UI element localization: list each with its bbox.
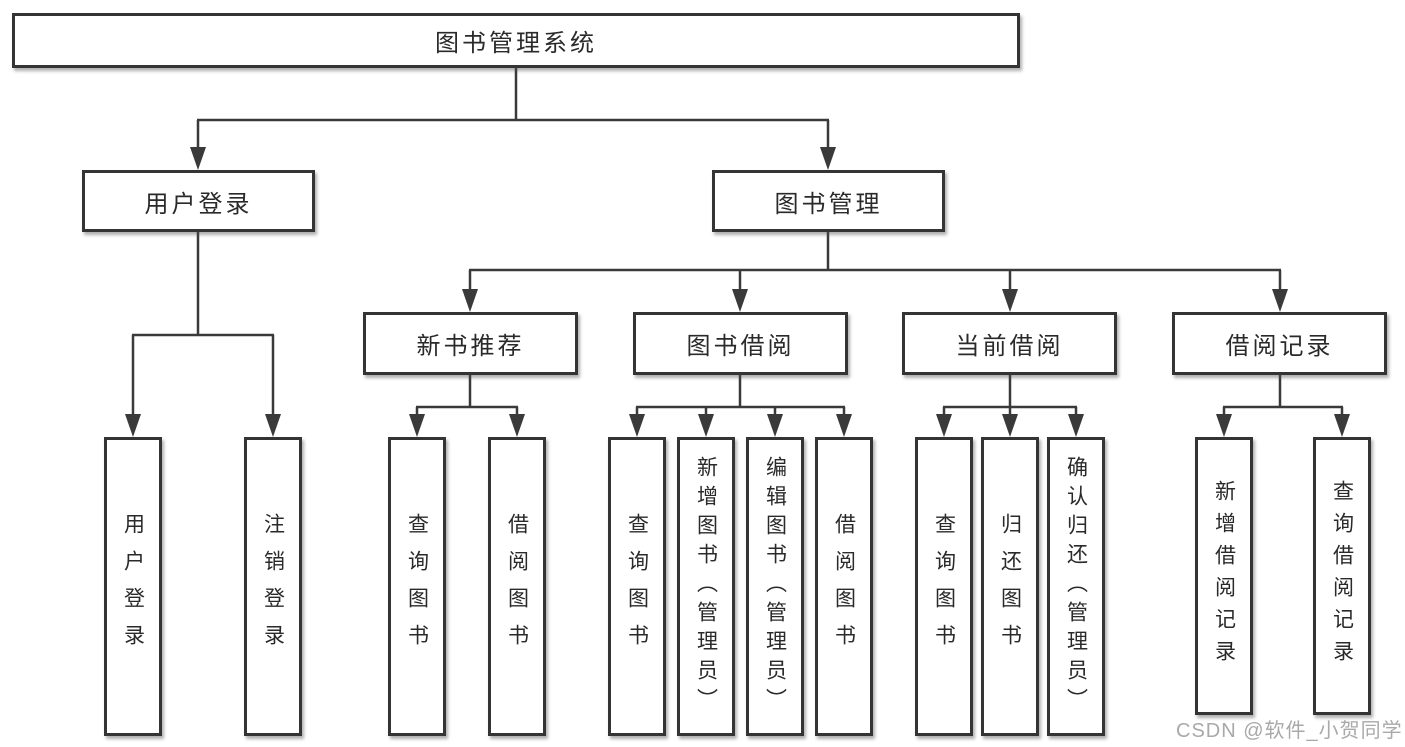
node-label: 图书借阅 (686, 333, 795, 360)
leaf-edit-book-admin: 编辑图书（管理员） (746, 437, 804, 736)
leaf-label: 查询图书 (932, 512, 956, 661)
node-book-borrow: 图书借阅 (633, 312, 848, 375)
leaf-label: 查询图书 (405, 512, 429, 661)
connector-bookborrow-to-leaves (635, 375, 846, 418)
leaf-borrow-book: 借阅图书 (815, 437, 873, 736)
leaf-user-login: 用户登录 (104, 437, 162, 736)
arrowhead-leaf-logout (265, 414, 281, 437)
node-book-management: 图书管理 (712, 170, 945, 232)
csdn-watermark: CSDN @软件_小贺同学 (1176, 720, 1403, 742)
leaf-label: 归还图书 (998, 512, 1022, 661)
arrowhead-book-mgmt (820, 147, 836, 170)
arrowhead-user-login (190, 147, 206, 170)
arrowhead-borrow-record (1272, 289, 1288, 312)
leaf-label: 确认归还（管理员） (1064, 456, 1088, 717)
leaf-label: 新增借阅记录 (1212, 480, 1236, 672)
connector-bookmgmt-to-level3 (468, 232, 1282, 293)
connector-currentborrow-to-leaves (942, 375, 1078, 418)
arrowhead-new-book (462, 289, 478, 312)
leaf-label: 编辑图书（管理员） (763, 456, 787, 717)
node-borrow-record: 借阅记录 (1172, 312, 1387, 375)
leaf-label: 新增图书（管理员） (694, 456, 718, 717)
leaf-add-borrow-record: 新增借阅记录 (1195, 437, 1253, 715)
node-label: 当前借阅 (955, 333, 1064, 360)
leaf-logout: 注销登录 (244, 437, 302, 736)
connector-root-to-level2 (196, 68, 830, 152)
node-new-book-recommend: 新书推荐 (363, 312, 578, 375)
arrowhead-book-borrow (732, 289, 748, 312)
arrowhead-leaf-login (125, 414, 141, 437)
leaf-query-borrow-record: 查询借阅记录 (1313, 437, 1371, 715)
leaf-add-book-admin: 新增图书（管理员） (677, 437, 735, 736)
node-label: 图书管理 (774, 190, 883, 218)
connector-userlogin-to-leaves (131, 232, 275, 418)
node-label: 新书推荐 (416, 333, 525, 360)
node-root-system: 图书管理系统 (12, 13, 1020, 68)
leaf-query-book: 查询图书 (608, 437, 666, 736)
arrowhead-current-borrow (1002, 289, 1018, 312)
leaf-label: 查询图书 (625, 512, 649, 661)
leaf-borrow-book-recommend: 借阅图书 (488, 437, 546, 736)
node-current-borrow: 当前借阅 (902, 312, 1117, 375)
leaf-label: 用户登录 (121, 512, 145, 661)
leaf-label: 查询借阅记录 (1330, 480, 1354, 672)
node-label: 图书管理系统 (435, 30, 597, 57)
leaf-query-book-current: 查询图书 (915, 437, 973, 736)
connector-newbook-to-leaves (415, 375, 519, 418)
leaf-label: 借阅图书 (505, 512, 529, 661)
leaf-label: 注销登录 (261, 512, 285, 661)
node-user-login: 用户登录 (82, 170, 315, 232)
leaf-confirm-return-admin: 确认归还（管理员） (1047, 437, 1105, 736)
connector-borrowrecord-to-leaves (1222, 375, 1344, 418)
leaf-return-book: 归还图书 (981, 437, 1039, 736)
node-label: 用户登录 (144, 190, 253, 218)
node-label: 借阅记录 (1225, 333, 1334, 360)
leaf-query-book-recommend: 查询图书 (388, 437, 446, 736)
leaf-label: 借阅图书 (832, 512, 856, 661)
